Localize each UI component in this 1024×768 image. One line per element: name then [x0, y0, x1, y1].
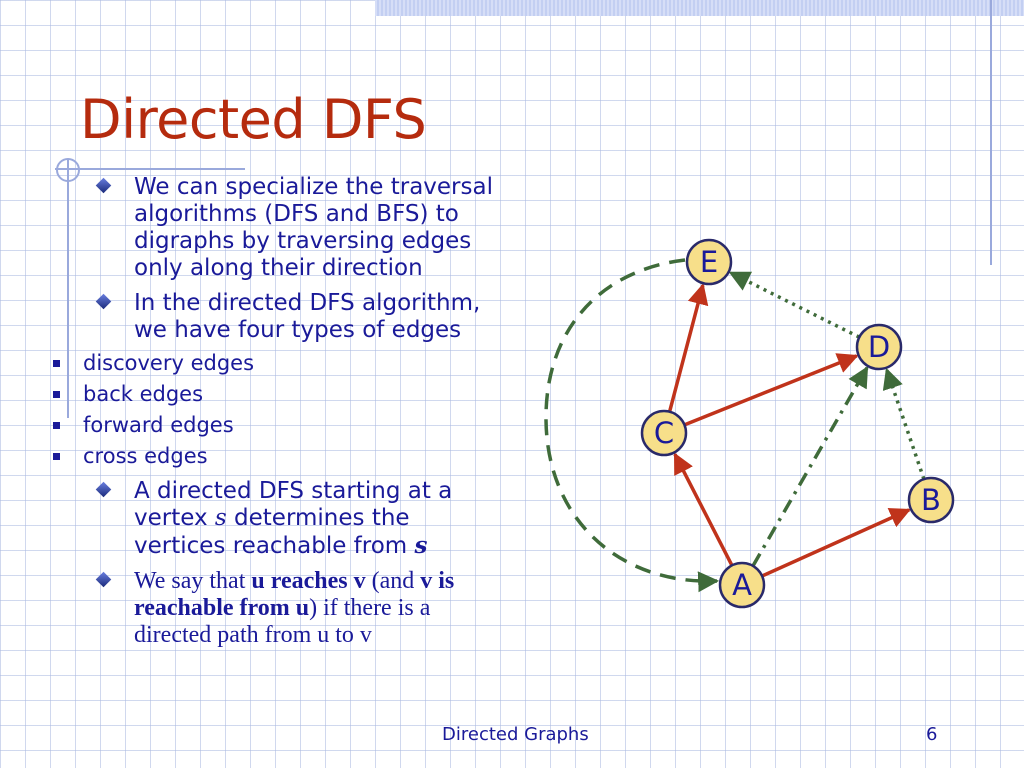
decorative-title-underline	[55, 168, 245, 170]
sub-bullet-text: discovery edges	[83, 351, 255, 375]
bullet-1: We can specialize the traversal algorith…	[95, 174, 506, 282]
sub-bullet-text: forward edges	[83, 413, 234, 437]
edge-c-e-discovery	[667, 283, 709, 413]
node-d-circle	[855, 323, 903, 371]
node-d: D	[855, 323, 903, 371]
bullet-2-text: In the directed DFS algorithm, we have f…	[134, 290, 481, 343]
node-e: E	[685, 238, 733, 286]
edge-c-d-discovery	[683, 353, 859, 427]
square-bullet-icon	[53, 391, 60, 398]
bullet-3-text: A directed DFS starting at a vertex s de…	[134, 478, 452, 559]
decorative-left-line	[67, 160, 69, 418]
node-b-circle	[907, 476, 955, 524]
edge-type-list: discovery edges back edges forward edges…	[0, 348, 506, 472]
edge-a-c-discovery	[673, 452, 734, 567]
bullet-4-mid: (and	[365, 568, 421, 594]
node-b-label: B	[921, 483, 941, 517]
sub-bullet-back: back edges	[0, 379, 506, 410]
edges-layer	[544, 258, 926, 593]
nodes-layer: E D C B A	[640, 238, 955, 609]
node-a-circle	[718, 561, 766, 609]
sub-bullet-forward: forward edges	[0, 410, 506, 441]
bullet-list: We can specialize the traversal algorith…	[53, 174, 506, 657]
vertex-s-italic: s	[214, 505, 227, 531]
bullet-4-bold-1: u reaches v	[251, 568, 366, 594]
node-e-label: E	[700, 245, 718, 279]
node-c: C	[640, 409, 688, 457]
edge-d-e-cross	[728, 271, 861, 339]
bullet-2: In the directed DFS algorithm, we have f…	[95, 290, 506, 344]
bullet-4-pre: We say that	[134, 568, 252, 594]
square-bullet-icon	[53, 453, 60, 460]
square-bullet-icon	[53, 422, 60, 429]
edge-a-d-forward	[751, 365, 869, 567]
bullet-4: We say that u reaches v (and v is reacha…	[95, 568, 506, 649]
bullet-3-pre: A directed DFS starting at a vertex	[134, 478, 453, 531]
bullet-4-bold-2: v is reachable from u	[134, 568, 455, 621]
node-a-label: A	[732, 568, 752, 602]
edge-b-d-cross	[882, 367, 926, 480]
bullet-3-mid: determines the vertices reachable from	[134, 505, 415, 559]
node-c-label: C	[654, 416, 674, 450]
sub-bullet-text: cross edges	[83, 444, 208, 468]
square-bullet-icon	[53, 360, 60, 367]
decorative-top-bar	[375, 0, 1024, 16]
vertex-s-bold-italic: s	[414, 532, 428, 559]
bullet-3: A directed DFS starting at a vertex s de…	[95, 478, 506, 560]
footer-title: Directed Graphs	[442, 724, 589, 745]
slide-number: 6	[926, 724, 938, 745]
node-c-circle	[640, 409, 688, 457]
slide-title: Directed DFS	[80, 88, 427, 151]
node-d-label: D	[868, 330, 890, 364]
decorative-ring	[56, 158, 80, 182]
node-b: B	[907, 476, 955, 524]
sub-bullet-text: back edges	[83, 382, 204, 406]
edge-a-b-discovery	[761, 508, 912, 578]
decorative-right-line	[990, 0, 992, 265]
node-e-circle	[685, 238, 733, 286]
sub-bullet-discovery: discovery edges	[0, 348, 506, 379]
bullet-1-text: We can specialize the traversal algorith…	[134, 174, 493, 281]
node-a: A	[718, 561, 766, 609]
bullet-4-post: ) if there is a directed path from u to …	[134, 595, 431, 648]
sub-bullet-cross: cross edges	[0, 441, 506, 472]
bullet-4-text: We say that u reaches v (and v is reacha…	[134, 568, 454, 648]
edge-e-a-back	[544, 258, 720, 593]
